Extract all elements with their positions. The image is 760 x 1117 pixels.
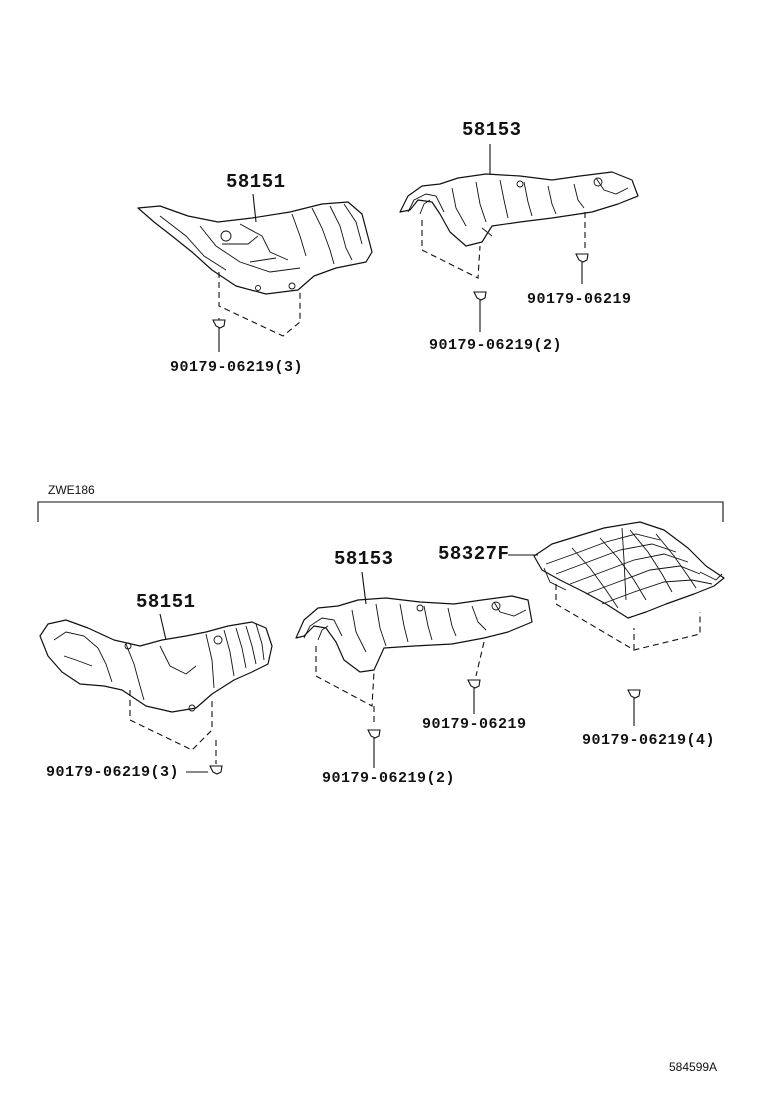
clip-icon-upper-58151 xyxy=(212,319,226,329)
variant-label: ZWE186 xyxy=(48,483,95,497)
heat-insulator-58151-lower xyxy=(39,619,273,713)
clip-number-lower-58151: 90179-06219(3) xyxy=(46,764,180,781)
clip-number-upper-58153-a: 90179-06219(2) xyxy=(429,337,563,354)
heat-insulator-58153-lower xyxy=(295,595,533,673)
clip-number-upper-58153-b: 90179-06219 xyxy=(527,291,632,308)
clip-icon-lower-58327f xyxy=(627,689,641,699)
part-number-58151-upper: 58151 xyxy=(226,171,286,193)
clip-icon-upper-58153-a xyxy=(473,291,487,301)
part-number-58327f: 58327F xyxy=(438,543,510,565)
clip-number-lower-58153-a: 90179-06219(2) xyxy=(322,770,456,787)
part-number-58151-lower: 58151 xyxy=(136,591,196,613)
part-number-58153-upper: 58153 xyxy=(462,119,522,141)
clip-icon-lower-58151 xyxy=(209,765,223,775)
clip-icon-lower-58153-b xyxy=(467,679,481,689)
clip-icon-upper-58153-b xyxy=(575,253,589,263)
part-number-58153-lower: 58153 xyxy=(334,548,394,570)
clip-number-lower-58327f: 90179-06219(4) xyxy=(582,732,716,749)
heat-insulator-58327f xyxy=(533,521,725,619)
heat-insulator-58153-upper xyxy=(399,171,639,247)
clip-number-upper-58151: 90179-06219(3) xyxy=(170,359,304,376)
heat-insulator-58151-upper xyxy=(137,201,373,295)
figure-id: 584599A xyxy=(669,1060,718,1074)
clip-number-lower-58153-b: 90179-06219 xyxy=(422,716,527,733)
variant-bracket xyxy=(37,501,724,522)
clip-icon-lower-58153-a xyxy=(367,729,381,739)
